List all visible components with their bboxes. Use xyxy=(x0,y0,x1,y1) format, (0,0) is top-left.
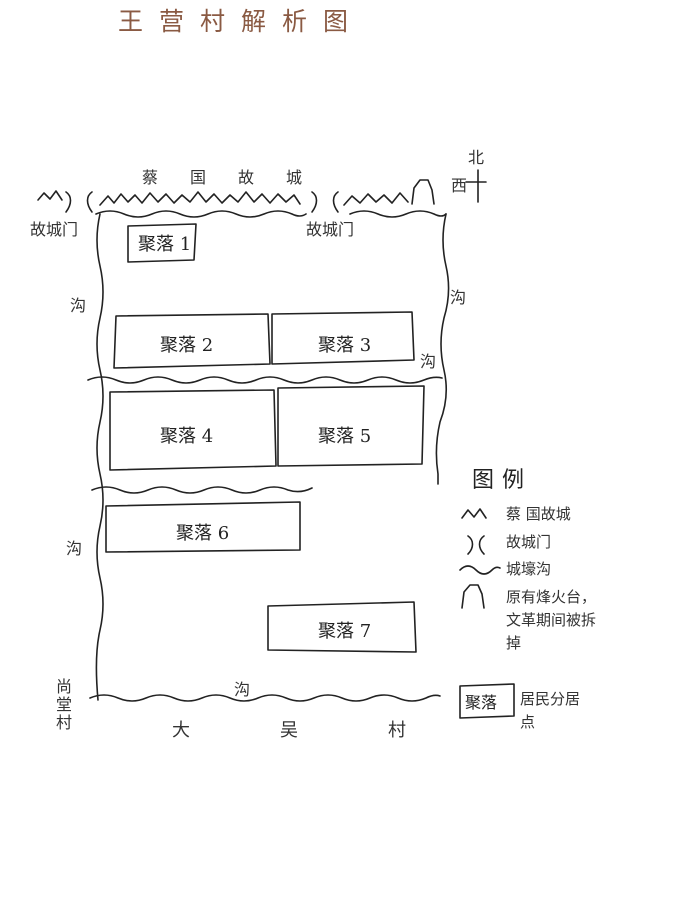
legend-beacon-tower-icon xyxy=(461,584,485,609)
legend-beacon-text: 原有烽火台，文革期间被拆掉 xyxy=(506,588,597,652)
settlement-box-7 xyxy=(267,601,417,653)
legend-gate-icon xyxy=(467,535,485,555)
moat-top-right xyxy=(349,210,447,218)
compass-icon xyxy=(465,169,487,203)
moat-bottom-label: 沟 xyxy=(234,680,251,699)
settlement-label-4: 聚落 4 xyxy=(160,426,214,447)
city-wall-left xyxy=(37,190,63,201)
city-wall-main xyxy=(99,191,301,206)
settlement-box-2 xyxy=(113,313,271,369)
legend-settlement-icon xyxy=(459,683,515,719)
moat-left xyxy=(95,213,104,701)
moat-right xyxy=(435,213,450,485)
legend-city-wall-icon xyxy=(461,508,487,519)
settlement-box-1 xyxy=(127,223,197,263)
gate-left-label: 故城门 xyxy=(30,220,79,239)
moat-right-top-label: 沟 xyxy=(450,288,467,307)
legend-gate-text: 故城门 xyxy=(506,533,552,551)
moat-right-mid-label: 沟 xyxy=(420,352,437,371)
compass-west: 西 xyxy=(451,176,468,195)
legend-settlement-text: 居民分居点 xyxy=(520,690,581,731)
city-label: 蔡 国 故 城 xyxy=(142,168,303,187)
village-bottom-label: 大 吴 村 xyxy=(172,720,406,741)
settlement-box-6 xyxy=(105,501,301,553)
legend-settlement-symbol-text: 聚落 xyxy=(465,693,498,712)
moat-top xyxy=(95,210,307,218)
compass-north: 北 xyxy=(468,148,485,167)
settlement-box-3 xyxy=(271,311,415,365)
legend-city-wall-text: 蔡 国故城 xyxy=(506,505,571,523)
city-wall-right xyxy=(343,192,409,206)
village-left-label: 尚堂村 xyxy=(56,677,73,732)
settlement-label-1: 聚落 1 xyxy=(138,234,192,255)
gate-right-label: 故城门 xyxy=(306,220,355,239)
legend-title: 图例 xyxy=(472,468,533,493)
gate-left-icon xyxy=(65,191,72,213)
settlement-label-2: 聚落 2 xyxy=(160,335,214,356)
settlement-label-3: 聚落 3 xyxy=(318,335,372,356)
settlement-box-4 xyxy=(109,389,277,471)
moat-left-bottom-label: 沟 xyxy=(66,539,83,558)
gate-right-icon-2 xyxy=(332,191,339,213)
page-title: 王营村解析图 xyxy=(118,7,365,36)
settlement-label-7: 聚落 7 xyxy=(318,621,372,642)
settlement-label-5: 聚落 5 xyxy=(318,426,372,447)
moat-internal-1 xyxy=(87,376,443,384)
gate-right-icon xyxy=(311,191,318,213)
beacon-tower-icon xyxy=(411,179,435,205)
gate-left-icon-2 xyxy=(86,191,93,213)
moat-left-top-label: 沟 xyxy=(70,296,87,315)
moat-bottom xyxy=(89,694,441,702)
moat-internal-2 xyxy=(91,486,313,494)
legend-moat-text: 城壕沟 xyxy=(506,560,552,578)
legend-moat-icon xyxy=(459,565,501,575)
settlement-box-5 xyxy=(277,385,425,467)
settlement-label-6: 聚落 6 xyxy=(176,523,230,544)
